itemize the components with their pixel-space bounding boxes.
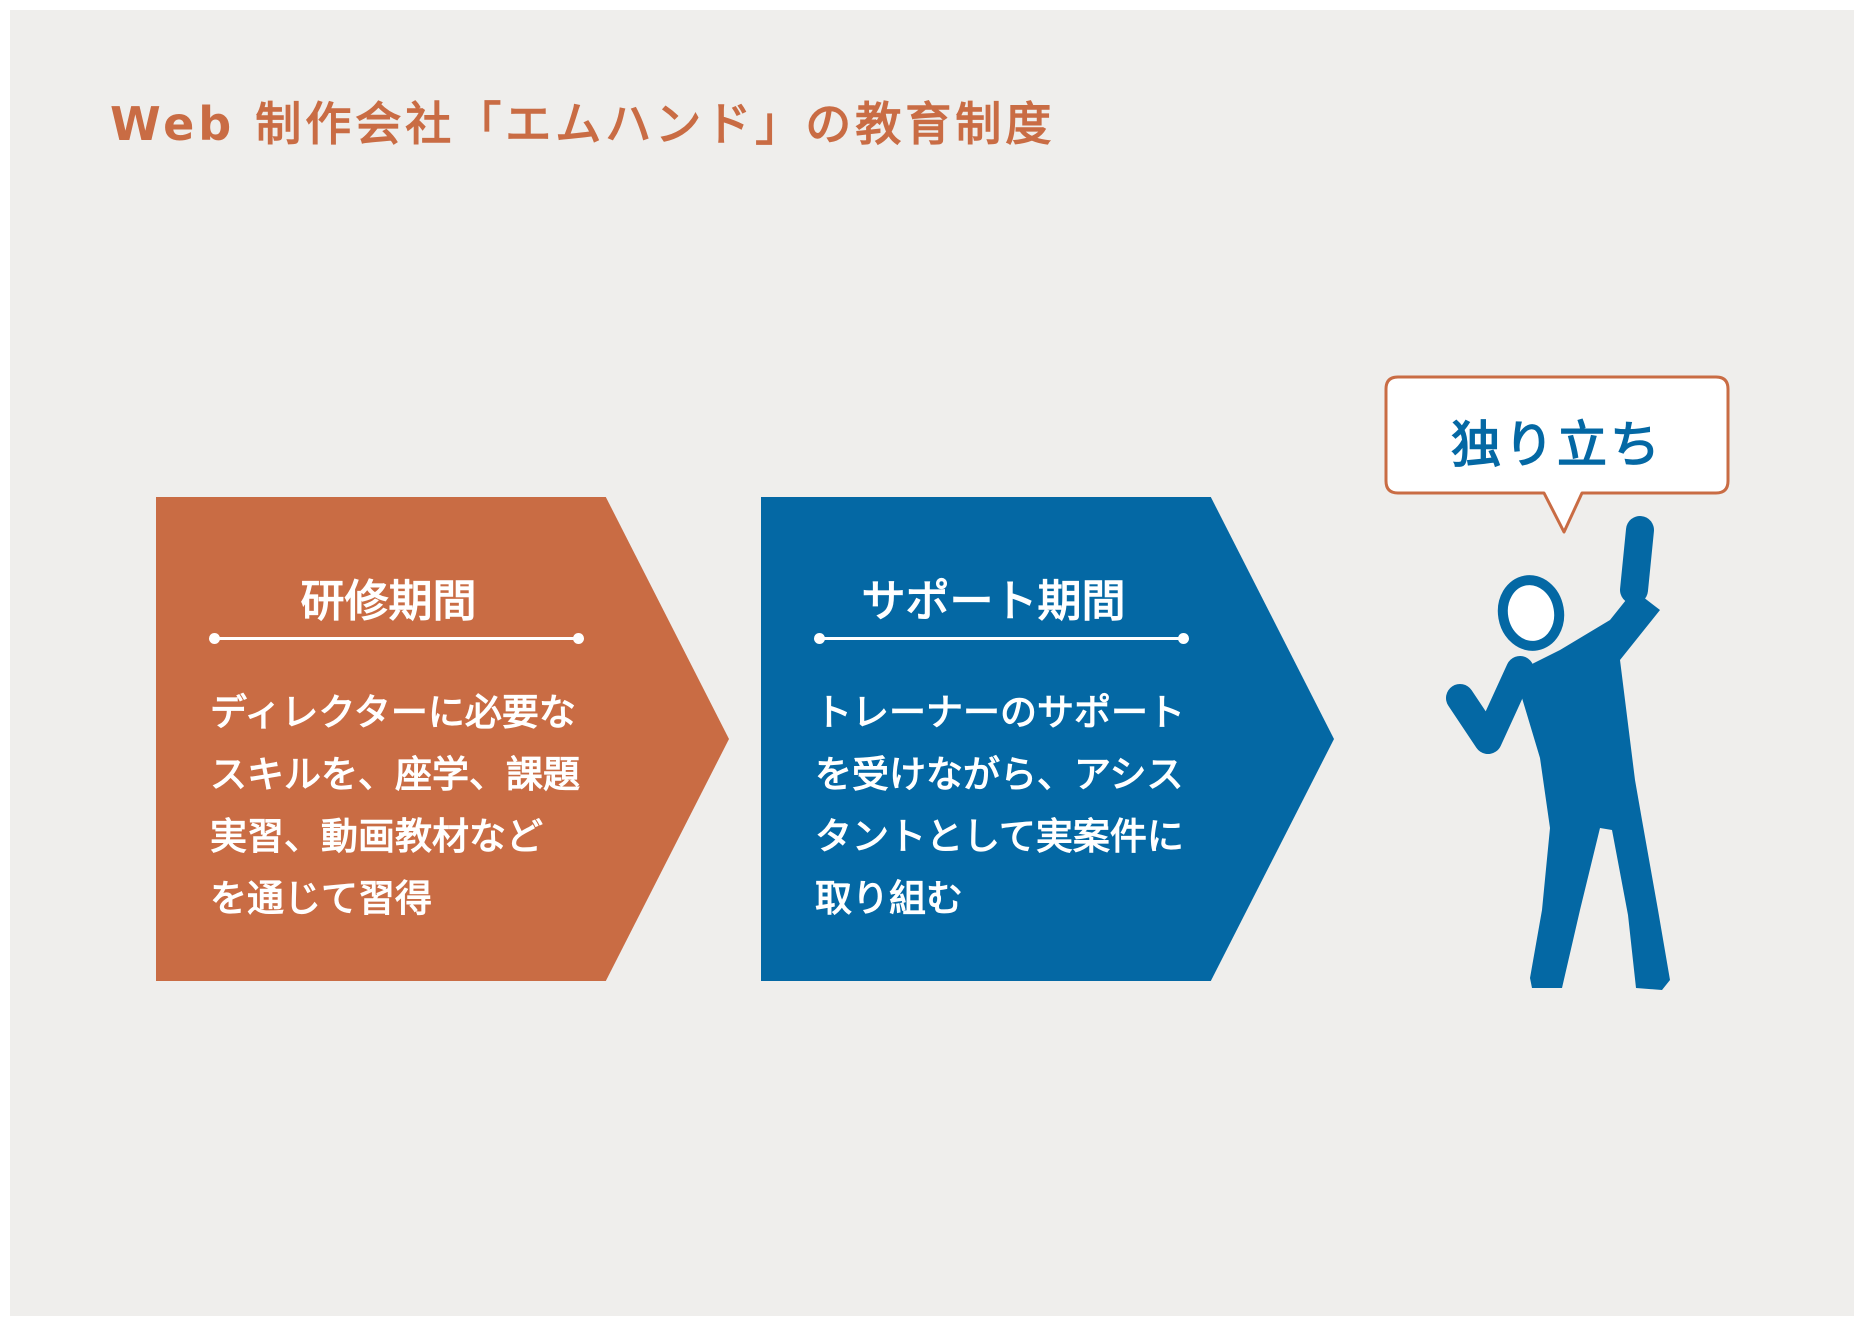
arrow-shape	[761, 497, 1334, 981]
speech-bubble-icon	[1384, 375, 1730, 534]
step-description: ディレクターに必要な スキルを、座学、課題 実習、動画教材など を通じて習得	[210, 691, 580, 920]
step-training-arrow: 研修期間 ディレクターに必要な スキルを、座学、課題 実習、動画教材など を通じ…	[156, 497, 729, 981]
step-support-arrow: サポート期間 トレーナーのサポート を受けながら、アシス タントとして実案件に …	[761, 497, 1334, 981]
diagram-canvas: Web 制作会社「エムハンド」の教育制度 研修期間 ディレクターに必要な スキル…	[10, 10, 1854, 1316]
goal-speech-bubble: 独り立ち	[1384, 375, 1730, 534]
divider-dot	[814, 633, 825, 644]
step-heading: サポート期間	[861, 576, 1126, 627]
step-divider	[209, 633, 584, 644]
step-description: トレーナーのサポート を受けながら、アシス タントとして実案件に 取り組む	[815, 691, 1185, 920]
goal-label: 独り立ち	[1451, 416, 1663, 474]
divider-dot	[209, 633, 220, 644]
divider-dot	[1178, 633, 1189, 644]
step-heading: 研修期間	[300, 576, 477, 627]
divider-dot	[573, 633, 584, 644]
step-divider	[814, 633, 1189, 644]
page-title: Web 制作会社「エムハンド」の教育制度	[110, 97, 1056, 151]
arrow-shape	[156, 497, 729, 981]
person-raising-arm-icon	[1446, 516, 1670, 990]
